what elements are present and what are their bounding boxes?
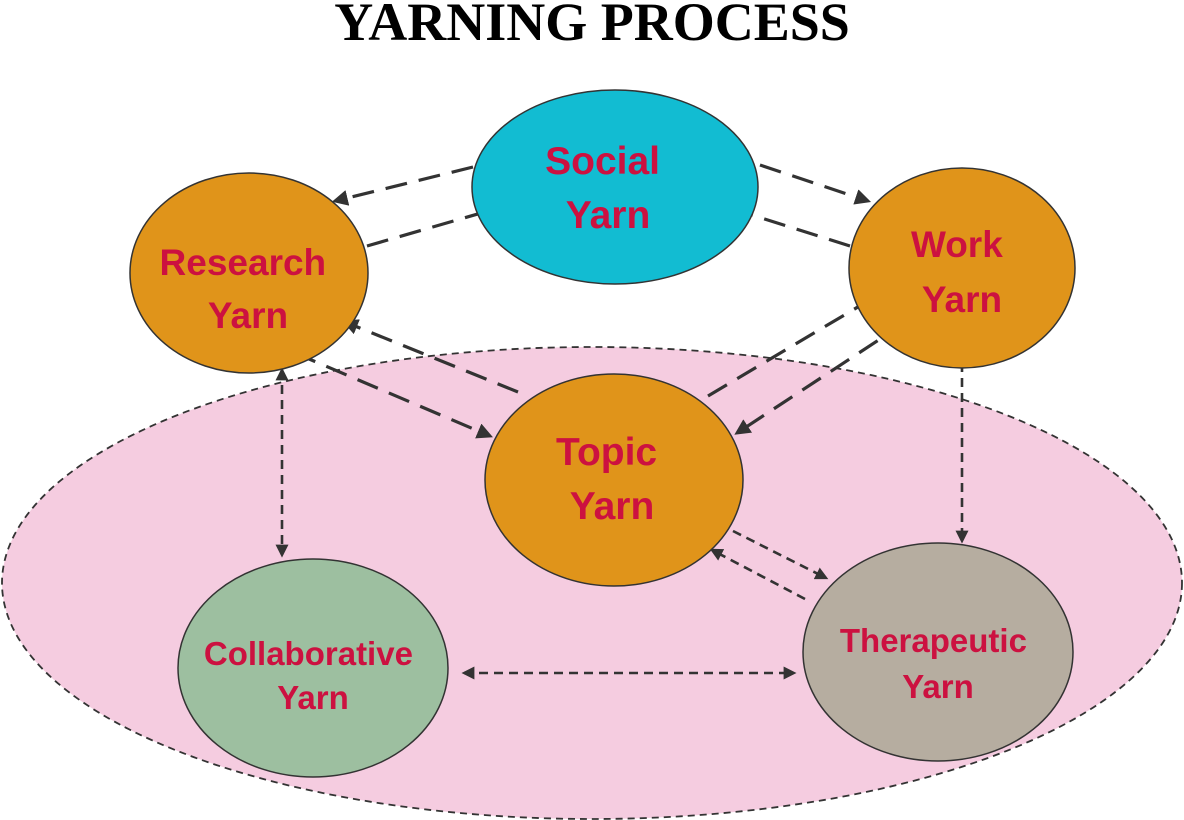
collaborative-yarn-label-line2: Yarn: [277, 679, 349, 716]
arrow-therapeutic-to-topic: [709, 548, 806, 601]
arrow-social-to-work: [759, 163, 872, 205]
node-collaborative-yarn: Collaborative Yarn: [177, 558, 449, 778]
svg-text:Social Yarn: Social Yarn: [545, 140, 671, 237]
research-yarn-label-line1: Research: [160, 242, 327, 283]
work-yarn-label-line2: Yarn: [922, 279, 1002, 320]
node-topic-yarn: Topic Yarn: [484, 373, 744, 587]
topic-yarn-label-line2: Yarn: [570, 485, 655, 528]
node-therapeutic-yarn: Therapeutic Yarn: [802, 542, 1074, 762]
svg-text:Therapeutic Yarn: Therapeutic Yarn: [840, 622, 1036, 705]
node-research-yarn: Research Yarn: [129, 172, 369, 374]
svg-text:Collaborative Yarn: Collaborative Yarn: [204, 635, 422, 716]
therapeutic-yarn-label-line2: Yarn: [902, 668, 974, 705]
collaborative-yarn-shape: [177, 558, 449, 778]
social-yarn-label-line1: Social: [545, 140, 660, 183]
diagram-title: YARNING PROCESS: [334, 0, 850, 52]
research-yarn-label-line2: Yarn: [208, 295, 288, 336]
arrow-social-to-research: [331, 165, 474, 206]
social-yarn-label-line2: Yarn: [566, 194, 651, 237]
topic-yarn-label-line1: Topic: [556, 431, 657, 474]
therapeutic-yarn-shape: [802, 542, 1074, 762]
arrow-topic-to-therapeutic: [732, 529, 829, 580]
work-yarn-label-line1: Work: [911, 224, 1003, 265]
arrow-topic-to-research: [342, 319, 519, 394]
svg-text:Topic Yarn: Topic Yarn: [556, 431, 668, 528]
node-social-yarn: Social Yarn: [471, 89, 759, 285]
topic-yarn-shape: [484, 373, 744, 587]
research-yarn-shape: [129, 172, 369, 374]
collaborative-yarn-label-line1: Collaborative: [204, 635, 413, 672]
svg-text:Research Yarn: Research Yarn: [160, 242, 337, 336]
svg-text:Work Yarn: Work Yarn: [911, 224, 1013, 320]
arrow-research-to-topic: [294, 351, 493, 439]
therapeutic-yarn-label-line1: Therapeutic: [840, 622, 1027, 659]
social-yarn-shape: [471, 89, 759, 285]
work-yarn-shape: [848, 167, 1076, 369]
arrow-research-to-social: [366, 204, 499, 248]
node-work-yarn: Work Yarn: [848, 167, 1076, 369]
